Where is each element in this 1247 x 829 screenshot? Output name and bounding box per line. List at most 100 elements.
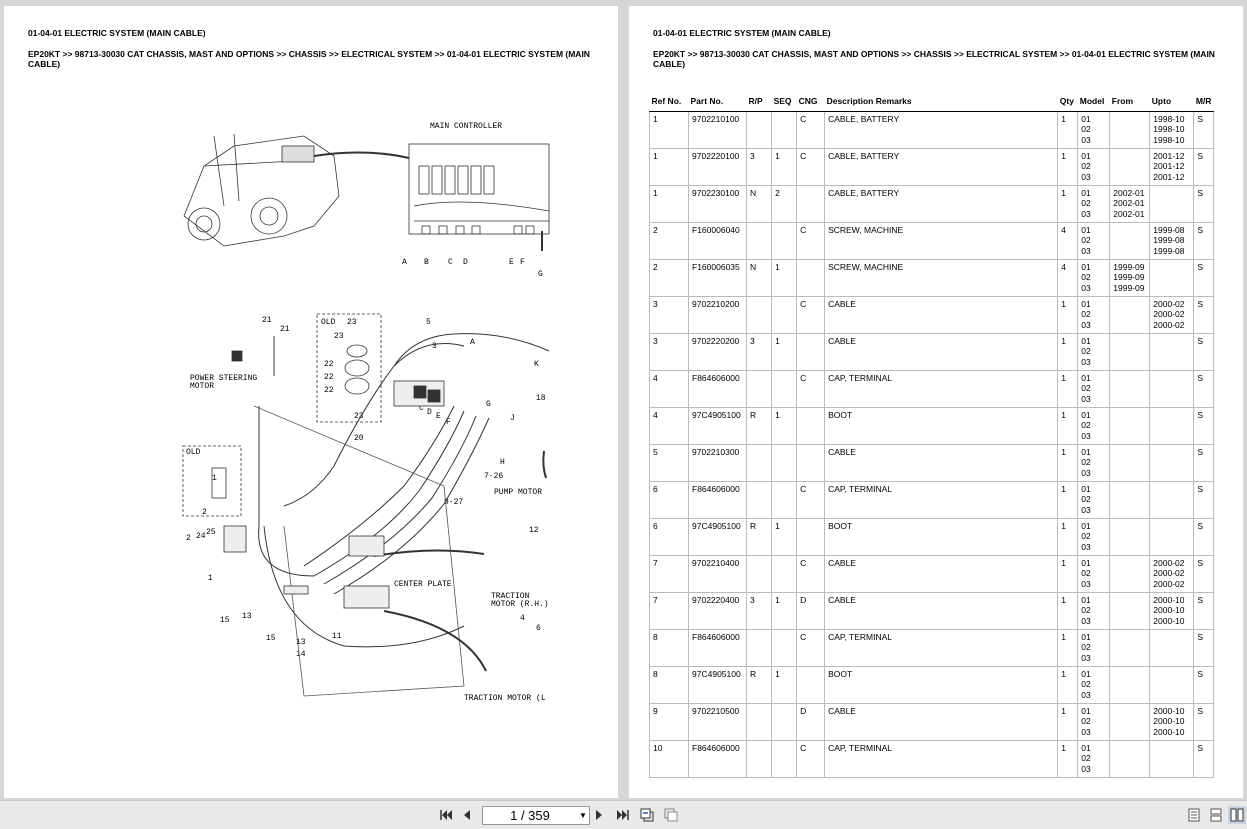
forward-view-icon[interactable] — [662, 806, 680, 824]
cell-upto: 1999-08 1999-08 1999-08 — [1149, 222, 1195, 260]
cell-qty: 1 — [1057, 444, 1079, 482]
cell-ref: 4 — [648, 370, 690, 408]
cell-from — [1109, 333, 1151, 371]
cell-upto — [1149, 407, 1195, 445]
cell-ref: 1 — [648, 148, 690, 186]
svg-text:C: C — [419, 404, 424, 413]
svg-text:22: 22 — [324, 386, 334, 395]
cell-ref: 7 — [648, 592, 690, 630]
cell-upto — [1149, 444, 1195, 482]
col-ref: Ref No. — [649, 94, 689, 112]
cell-desc: CABLE — [824, 555, 1059, 593]
cell-cng: C — [796, 296, 826, 334]
cell-cng: C — [796, 740, 826, 778]
cell-part: F160006035 — [688, 259, 748, 297]
cell-cng — [796, 666, 826, 704]
cell-seq — [771, 703, 798, 741]
cell-seq — [771, 370, 798, 408]
cell-rp — [746, 111, 773, 149]
cell-ref: 8 — [648, 629, 690, 667]
svg-text:11: 11 — [332, 632, 342, 641]
cell-cng — [796, 444, 826, 482]
cell-desc: CABLE — [824, 444, 1059, 482]
cell-cng: C — [796, 481, 826, 519]
two-page-icon[interactable] — [1228, 806, 1246, 824]
cell-desc: CAP, TERMINAL — [824, 481, 1059, 519]
prev-page-icon[interactable] — [460, 806, 474, 824]
svg-text:2: 2 — [186, 534, 191, 543]
svg-text:13: 13 — [296, 638, 306, 647]
cell-qty: 1 — [1057, 592, 1079, 630]
col-seq: SEQ — [771, 94, 797, 112]
cell-model: 01 02 03 — [1077, 333, 1111, 371]
cell-upto: 1998-10 1998-10 1998-10 — [1149, 111, 1195, 149]
cell-rp — [746, 370, 773, 408]
cell-qty: 1 — [1057, 185, 1079, 223]
cell-desc: CABLE, BATTERY — [824, 185, 1059, 223]
page-number-select[interactable]: 1 / 359 ▼ — [482, 806, 590, 825]
cell-model: 01 02 03 — [1077, 592, 1111, 630]
svg-text:15: 15 — [220, 616, 230, 625]
cell-rp — [746, 555, 773, 593]
col-cng: CNG — [796, 94, 825, 112]
label-traction-rh-motor: MOTOR (R.H.) — [491, 600, 549, 609]
back-view-icon[interactable] — [638, 806, 656, 824]
svg-text:5: 5 — [426, 318, 431, 327]
cell-rp — [746, 296, 773, 334]
cell-upto: 2000-10 2000-10 2000-10 — [1149, 592, 1195, 630]
cell-mr: S — [1193, 518, 1214, 556]
next-page-icon[interactable] — [592, 806, 606, 824]
cell-part: 97C4905100 — [688, 518, 748, 556]
cell-rp: R — [746, 407, 773, 445]
cell-qty: 4 — [1057, 222, 1079, 260]
cell-upto — [1149, 666, 1195, 704]
svg-text:23: 23 — [334, 332, 344, 341]
cell-model: 01 02 03 — [1077, 481, 1111, 519]
label-bottom-B: B — [424, 258, 429, 267]
cell-model: 01 02 03 — [1077, 703, 1111, 741]
cell-from — [1109, 111, 1151, 149]
cell-upto: 2001-12 2001-12 2001-12 — [1149, 148, 1195, 186]
cell-from — [1109, 407, 1151, 445]
svg-text:20: 20 — [354, 434, 364, 443]
label-traction-l: TRACTION MOTOR (L — [464, 694, 546, 703]
svg-text:2: 2 — [202, 508, 207, 517]
last-page-icon[interactable] — [614, 806, 632, 824]
first-page-icon[interactable] — [437, 806, 455, 824]
cell-from — [1109, 555, 1151, 593]
cell-cng — [796, 259, 826, 297]
single-page-icon[interactable] — [1186, 806, 1202, 824]
cell-upto — [1149, 481, 1195, 519]
cell-desc: SCREW, MACHINE — [824, 259, 1059, 297]
cell-desc: CABLE, BATTERY — [824, 111, 1059, 149]
cell-cng: C — [796, 555, 826, 593]
cell-seq — [771, 555, 798, 593]
cell-mr: S — [1193, 407, 1214, 445]
cell-seq: 1 — [771, 148, 798, 186]
svg-text:21: 21 — [280, 325, 290, 334]
cell-qty: 1 — [1057, 518, 1079, 556]
col-rp: R/P — [746, 94, 772, 112]
cell-upto: 2000-02 2000-02 2000-02 — [1149, 555, 1195, 593]
svg-text:22: 22 — [324, 373, 334, 382]
cell-model: 01 02 03 — [1077, 111, 1111, 149]
svg-text:7-26: 7-26 — [484, 472, 503, 481]
label-pump-motor: PUMP MOTOR — [494, 488, 542, 497]
cell-model: 01 02 03 — [1077, 185, 1111, 223]
cell-mr: S — [1193, 481, 1214, 519]
cell-model: 01 02 03 — [1077, 296, 1111, 334]
cell-cng: C — [796, 148, 826, 186]
cell-ref: 6 — [648, 481, 690, 519]
svg-text:14: 14 — [296, 650, 306, 659]
cell-rp: N — [746, 185, 773, 223]
cell-desc: CAP, TERMINAL — [824, 740, 1059, 778]
continuous-page-icon[interactable] — [1208, 806, 1224, 824]
label-old-2: OLD — [186, 448, 201, 457]
cell-rp — [746, 222, 773, 260]
